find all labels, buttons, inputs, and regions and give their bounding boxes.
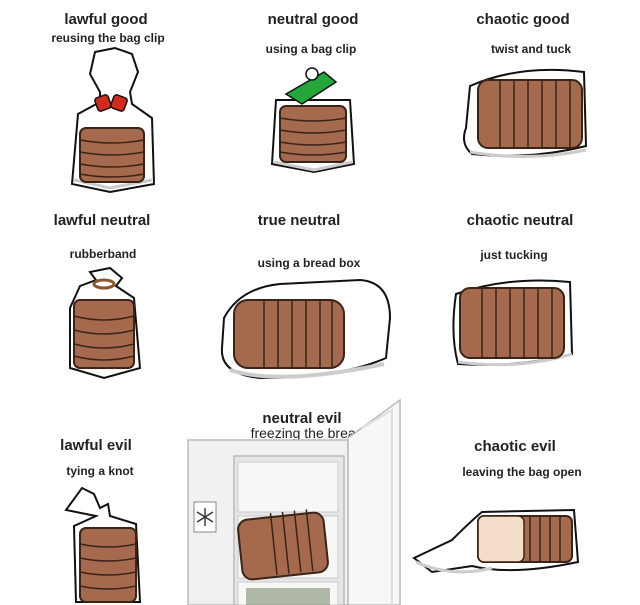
bread-bag-twisted-illustration	[463, 68, 588, 159]
cell-subtitle: twist and tuck	[490, 42, 572, 56]
cell-title: lawful good	[64, 11, 148, 28]
bread-loaf-icon	[233, 299, 345, 369]
bread-loaf-icon	[79, 127, 145, 183]
cell-title: chaotic evil	[474, 438, 556, 455]
cell-title: chaotic neutral	[466, 212, 574, 229]
freezer-illustration	[187, 398, 401, 605]
bread-loaf-icon	[279, 105, 347, 163]
bread-loaf-icon	[73, 299, 135, 369]
cell-subtitle: using a bread box	[257, 256, 361, 270]
cell-title: neutral evil	[262, 410, 342, 427]
rubberband-icon	[92, 278, 116, 290]
cell-subtitle: just tucking	[480, 248, 548, 262]
cell-subtitle: using a bag clip	[265, 42, 357, 56]
bread-loaf-icon	[477, 79, 583, 149]
bread-box-illustration	[220, 278, 392, 380]
bread-bag-open-illustration	[412, 508, 580, 574]
bread-loaf-icon	[79, 527, 137, 603]
cell-subtitle: reusing the bag clip	[51, 31, 165, 45]
cell-title: true neutral	[257, 212, 341, 229]
cell-title: neutral good	[267, 11, 359, 28]
bread-bag-rubberband-illustration	[69, 266, 142, 380]
cell-title: chaotic good	[476, 11, 570, 28]
bread-bag-knot-illustration	[64, 486, 142, 603]
bread-loaf-icon	[459, 287, 565, 359]
bag-clip-icon	[94, 94, 128, 112]
bread-loaf-icon	[237, 509, 329, 581]
cell-title: lawful neutral	[53, 212, 151, 229]
cell-subtitle: leaving the bag open	[462, 465, 582, 479]
bread-bag-tucked-illustration	[452, 279, 574, 367]
bread-bag-clipped-illustration	[70, 46, 156, 194]
snowflake-icon	[196, 508, 214, 526]
bag-clip-icon	[284, 67, 338, 105]
cell-subtitle: tying a knot	[66, 464, 134, 478]
cell-title: lawful evil	[60, 437, 132, 454]
bread-bag-green-clip-illustration	[270, 67, 356, 174]
cell-subtitle: freezing the bread	[250, 425, 364, 441]
cell-subtitle: rubberband	[69, 247, 137, 261]
bread-loaf-icon	[477, 515, 573, 563]
